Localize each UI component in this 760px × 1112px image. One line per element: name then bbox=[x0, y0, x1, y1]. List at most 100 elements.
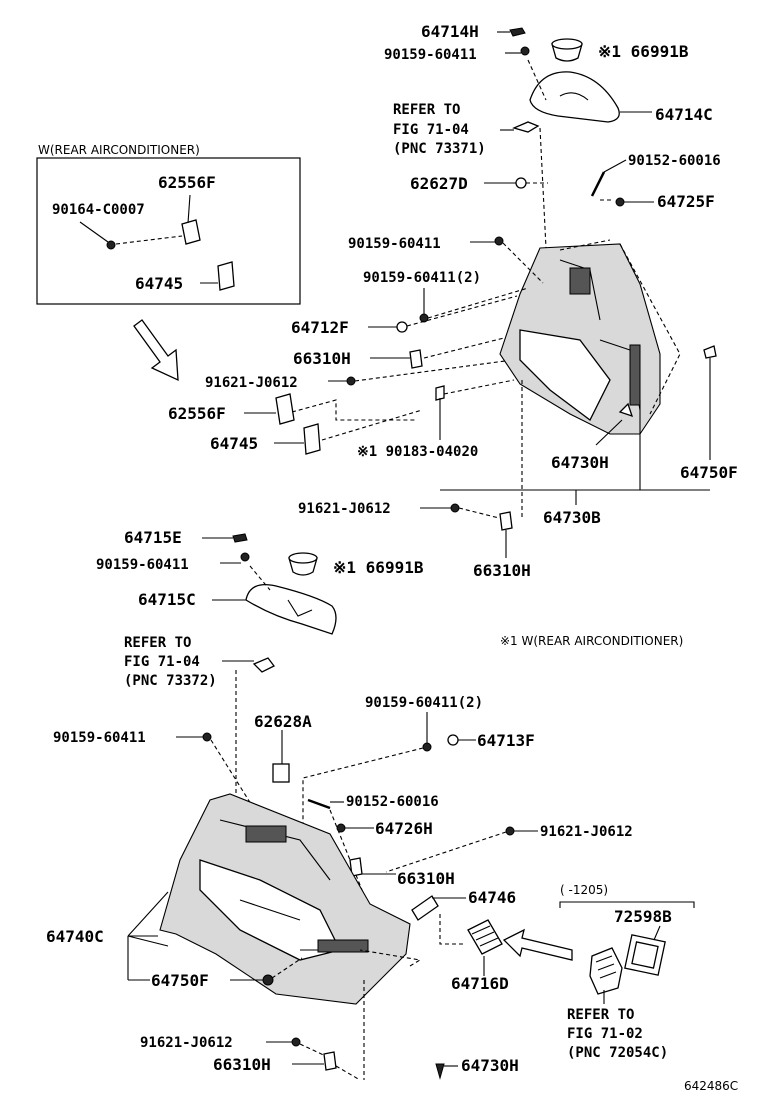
label-91621-J0612-b: 91621-J0612 bbox=[298, 501, 391, 517]
label-64750F-bot: 64750F bbox=[151, 971, 209, 990]
refer-bot-line2: FIG 71-02 bbox=[567, 1026, 643, 1042]
diagram-id: 642486C bbox=[684, 1079, 738, 1093]
nut-66310H-b bbox=[499, 511, 513, 531]
clip-64750F-top bbox=[703, 345, 717, 359]
label-66310H-b: 66310H bbox=[473, 561, 531, 580]
label-62628A: 62628A bbox=[254, 712, 312, 731]
label-64714H: 64714H bbox=[421, 22, 479, 41]
refer-top-line3: (PNC 73371) bbox=[393, 141, 486, 157]
label-90152-60016-top: 90152-60016 bbox=[628, 153, 721, 169]
screw-icon bbox=[202, 732, 212, 742]
screw-icon bbox=[240, 552, 250, 562]
clip-90183 bbox=[435, 385, 445, 401]
bolt-90152-60016-b bbox=[307, 798, 331, 810]
screw-icon bbox=[422, 742, 432, 752]
clip-64746 bbox=[411, 895, 439, 921]
refer-mid-line3: (PNC 73372) bbox=[124, 673, 217, 689]
upper-fasteners bbox=[244, 236, 717, 558]
screw-icon bbox=[505, 826, 515, 836]
note-rear-ac: ※1 W(REAR AIRCONDITIONER) bbox=[500, 634, 683, 648]
refer-mid-line1: REFER TO bbox=[124, 635, 191, 651]
label-90183: ※1 90183-04020 bbox=[357, 444, 478, 460]
label-90159-60411-2: 90159-60411(2) bbox=[363, 270, 481, 286]
label-64745: 64745 bbox=[210, 434, 258, 453]
nut-64726H bbox=[336, 823, 346, 833]
inset-title: W(REAR AIRCONDITIONER) bbox=[38, 143, 200, 157]
lower-right-group bbox=[502, 901, 695, 1004]
label-90152-60016-b: 90152-60016 bbox=[346, 794, 439, 810]
label-64715C: 64715C bbox=[138, 590, 196, 609]
label-66991B-top: ※1 66991B bbox=[598, 42, 689, 61]
label-64750F-top: 64750F bbox=[680, 463, 738, 482]
clip-64750F-bot bbox=[262, 974, 274, 986]
label-90159-60411-2b: 90159-60411(2) bbox=[365, 695, 483, 711]
refer-top-line1: REFER TO bbox=[393, 102, 460, 118]
clip-64714H bbox=[509, 27, 526, 37]
clip-64745-inset bbox=[217, 261, 235, 291]
label-90159-60411-c: 90159-60411 bbox=[96, 557, 189, 573]
bolt-90152-60016 bbox=[590, 171, 606, 197]
lower-side-panel bbox=[127, 657, 538, 1081]
top-upper-trim-group bbox=[484, 27, 654, 249]
refer-bot-line3: (PNC 72054C) bbox=[567, 1045, 668, 1061]
bracket-refer-73372 bbox=[252, 657, 275, 673]
label-64730H-top: 64730H bbox=[551, 453, 609, 472]
inset-arrow bbox=[133, 319, 179, 382]
bracket-refer-73371 bbox=[512, 121, 540, 133]
label-64713F: 64713F bbox=[477, 731, 535, 750]
clip-64712F bbox=[396, 321, 408, 333]
label-64715E: 64715E bbox=[124, 528, 182, 547]
cover-64714C bbox=[529, 71, 620, 123]
refer-top-line2: FIG 71-04 bbox=[393, 122, 469, 138]
label-64714C: 64714C bbox=[655, 105, 713, 124]
label-64716D: 64716D bbox=[451, 974, 509, 993]
screw-icon bbox=[520, 46, 530, 56]
vent-64716D bbox=[467, 919, 503, 955]
label-91621-J0612-a: 91621-J0612 bbox=[205, 375, 298, 391]
label-91621-J0612-d: 91621-J0612 bbox=[140, 1035, 233, 1051]
inset-rear-ac bbox=[36, 157, 301, 305]
label-90159-60411-b: 90159-60411 bbox=[348, 236, 441, 252]
label-72598B: 72598B bbox=[614, 907, 672, 926]
label-inset-62556F: 62556F bbox=[158, 173, 216, 192]
clip-64745 bbox=[303, 423, 321, 455]
refer-mid-line2: FIG 71-04 bbox=[124, 654, 200, 670]
labels: 64714H 90159-60411 ※1 66991B REFER TO FI… bbox=[38, 22, 738, 1093]
bracket-62556F bbox=[275, 393, 295, 425]
label-66310H-c: 66310H bbox=[397, 869, 455, 888]
label-64726H: 64726H bbox=[375, 819, 433, 838]
label-inset-64745: 64745 bbox=[135, 274, 183, 293]
bracket-62556F-inset bbox=[181, 219, 201, 245]
label-64746: 64746 bbox=[468, 888, 516, 907]
screw-64730H-bot bbox=[435, 1063, 445, 1080]
screw-icon bbox=[494, 236, 504, 246]
clip-64713F bbox=[447, 734, 459, 746]
nut-66310H-a bbox=[409, 349, 423, 369]
label-64730B: 64730B bbox=[543, 508, 601, 527]
label-64730H-bot: 64730H bbox=[461, 1056, 519, 1075]
label-66991B-mid: ※1 66991B bbox=[333, 558, 424, 577]
grommet-62627D bbox=[515, 177, 527, 189]
label-64740C: 64740C bbox=[46, 927, 104, 946]
vent-refer-72054C bbox=[589, 947, 623, 995]
label-91621-J0612-c: 91621-J0612 bbox=[540, 824, 633, 840]
cover-64715C bbox=[245, 583, 337, 635]
middle-cover-group bbox=[202, 533, 337, 635]
screw-icon bbox=[450, 503, 460, 513]
label-90159-60411-top: 90159-60411 bbox=[384, 47, 477, 63]
label-range: ( -1205) bbox=[560, 883, 608, 897]
label-64712F: 64712F bbox=[291, 318, 349, 337]
nut-64725F bbox=[615, 197, 625, 207]
label-62627D: 62627D bbox=[410, 174, 468, 193]
label-64725F: 64725F bbox=[657, 192, 715, 211]
label-62556F: 62556F bbox=[168, 404, 226, 423]
arrow-icon bbox=[502, 928, 573, 961]
clip-62628A bbox=[272, 763, 290, 783]
screw-icon bbox=[291, 1037, 301, 1047]
label-90159-60411-d: 90159-60411 bbox=[53, 730, 146, 746]
refer-bot-line1: REFER TO bbox=[567, 1007, 634, 1023]
label-66310H-a: 66310H bbox=[293, 349, 351, 368]
label-66310H-d: 66310H bbox=[213, 1055, 271, 1074]
label-inset-90164: 90164-C0007 bbox=[52, 202, 145, 218]
